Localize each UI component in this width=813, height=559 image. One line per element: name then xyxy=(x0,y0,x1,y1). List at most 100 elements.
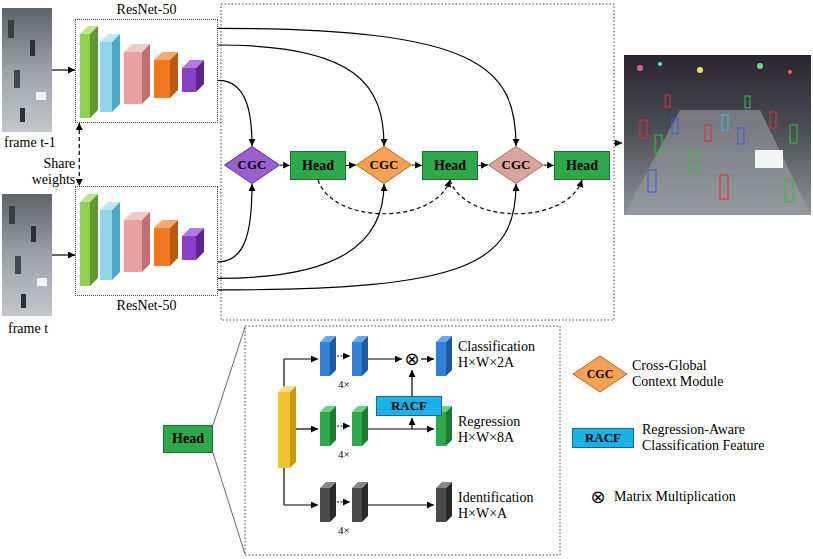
cgc-diamond: CGC xyxy=(488,146,544,184)
zoom-lines xyxy=(213,327,245,554)
backbone-blocks-part-part xyxy=(90,26,98,118)
head-box-label: Head xyxy=(566,158,598,174)
head-detail-region xyxy=(245,326,560,555)
head-blocks-part-part xyxy=(436,342,446,376)
racf-box: RACF xyxy=(376,396,442,416)
branch-wires-part xyxy=(368,428,434,429)
backbone-blocks-part-part xyxy=(80,34,90,118)
head-blocks-part-part xyxy=(352,412,362,446)
connector xyxy=(346,164,356,166)
backbone-caption: ResNet-50 xyxy=(76,2,217,18)
frame-image-part xyxy=(2,194,52,316)
head-blocks-part xyxy=(278,386,296,468)
legend-text: Cross-Global Context Module xyxy=(632,358,744,390)
head-blocks-part-part xyxy=(290,386,296,468)
head-blocks-part-part xyxy=(320,412,330,446)
dashed-connector xyxy=(318,180,450,214)
output-image-part-part xyxy=(705,125,711,141)
head-blocks xyxy=(278,336,452,522)
branch-wires-part xyxy=(411,418,412,429)
diamond-shape xyxy=(489,146,544,183)
edge-label: Share weights xyxy=(21,156,75,188)
head-blocks-part-part xyxy=(352,488,362,522)
frame-image-part xyxy=(36,92,46,100)
head-blocks-part xyxy=(352,482,368,522)
output-image-part xyxy=(658,62,662,66)
legend-swatch: RACF xyxy=(572,428,634,448)
branch-wires-part xyxy=(296,428,318,429)
connector xyxy=(412,164,422,166)
head-box-label: Head xyxy=(302,158,334,174)
dashed-connector xyxy=(79,123,80,186)
output-image-part-part xyxy=(720,175,728,199)
branch-output-label: Classification H×W×2A xyxy=(458,339,546,371)
output-image-part xyxy=(640,95,797,202)
connector xyxy=(544,164,554,166)
frame-image xyxy=(2,8,52,132)
output-image-part xyxy=(624,110,811,215)
output-image-part xyxy=(697,67,703,73)
legend-sample-label: CGC xyxy=(587,367,614,381)
backbone-blocks-part-part xyxy=(112,34,120,112)
frame-image-part xyxy=(21,294,26,308)
connector xyxy=(218,28,516,146)
backbone-blocks-part xyxy=(182,60,204,92)
head-blocks-part-part xyxy=(362,406,368,446)
repeat-count: 4× xyxy=(338,448,350,461)
legend-diamond xyxy=(573,356,627,392)
branch-wires-part xyxy=(337,355,350,356)
module-region xyxy=(221,4,614,320)
head-box-label: Head xyxy=(434,158,466,174)
input-arrow xyxy=(52,254,75,255)
multiply-symbol: ⊗ xyxy=(590,486,605,508)
branch-wires-part xyxy=(411,370,412,396)
output-image-part-part xyxy=(785,180,793,202)
head-blocks-part-part xyxy=(446,336,452,376)
backbone-caption: ResNet-50 xyxy=(76,298,217,314)
connector xyxy=(218,45,384,146)
branch-wires-part xyxy=(337,501,350,502)
backbone-blocks-part xyxy=(80,26,98,118)
output-image-part xyxy=(637,65,643,71)
backbone-box: ResNet-50 xyxy=(75,19,218,123)
head-box: Head xyxy=(422,151,478,180)
backbone-blocks-part xyxy=(100,34,120,112)
head-blocks-part xyxy=(352,406,368,446)
head-blocks-part xyxy=(436,482,452,522)
output-image-part-part xyxy=(672,118,678,134)
cgc-diamond: CGC xyxy=(356,146,412,184)
output-image-part-part xyxy=(640,120,647,138)
frame-image-part xyxy=(30,40,35,56)
frame-image xyxy=(2,194,52,316)
cgc-diamond: CGC xyxy=(224,146,280,184)
head-blocks-part xyxy=(320,482,336,522)
dashed-connector xyxy=(450,180,582,214)
input-arrow xyxy=(52,69,75,70)
backbone-blocks-part-part xyxy=(170,52,178,98)
legend-text: Matrix Multiplication xyxy=(614,489,736,505)
cgc-diamond-label: CGC xyxy=(238,157,267,173)
branch-wires-part xyxy=(337,425,350,426)
head-blocks-part-part xyxy=(352,342,362,376)
multiply-symbol: ⊗ xyxy=(404,348,419,370)
output-image-part-part xyxy=(770,112,776,128)
backbone-blocks-part-part xyxy=(196,60,204,92)
branch-wires-part xyxy=(421,358,434,359)
repeat-count: 4× xyxy=(338,378,350,391)
head-blocks-part-part xyxy=(436,488,446,522)
output-image-part xyxy=(788,70,792,74)
frame-image-part xyxy=(2,8,52,132)
branch-output-label: Regression H×W×8A xyxy=(458,414,546,446)
head-blocks-part xyxy=(320,336,336,376)
output-image-part xyxy=(757,63,763,69)
branch-wires xyxy=(284,356,434,505)
output-image-part-part xyxy=(665,95,670,107)
head-blocks-part-part xyxy=(362,482,368,522)
frame-label: frame t-1 xyxy=(4,135,56,151)
head-blocks-part-part xyxy=(362,336,368,376)
head-blocks-part-part xyxy=(330,406,336,446)
frame-image-part xyxy=(20,108,25,122)
diamond-shape xyxy=(357,146,412,183)
zoom-lines-part xyxy=(213,453,245,554)
